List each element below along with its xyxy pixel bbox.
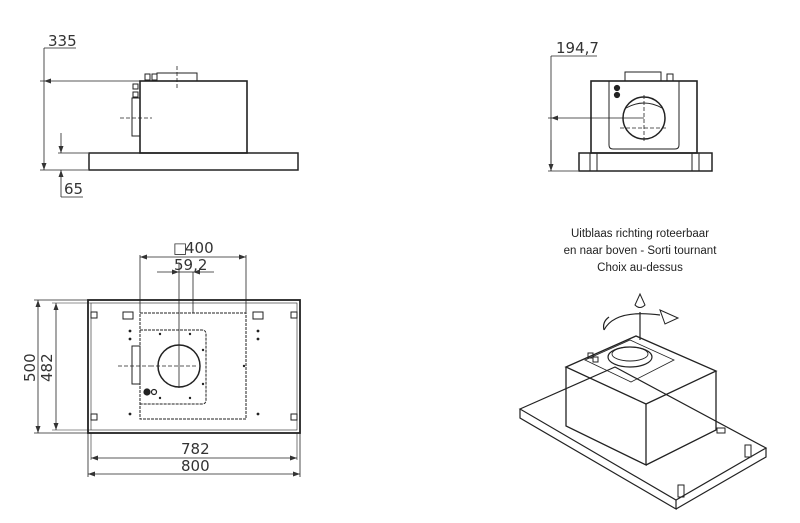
side-view bbox=[40, 47, 299, 198]
dim-depth-500: 500 bbox=[21, 353, 39, 382]
dim-box-400: 400 bbox=[185, 239, 214, 257]
dim-width-800: 800 bbox=[181, 457, 210, 475]
dim-offset-59-2: 59,2 bbox=[174, 256, 207, 274]
dim-height-335: 335 bbox=[48, 32, 77, 50]
iso-caption: Uitblaas richting roteerbaar en naar bov… bbox=[540, 226, 740, 277]
front-view bbox=[548, 55, 713, 172]
dim-frame-65: 65 bbox=[64, 180, 83, 198]
caption-line-3: Choix au-dessus bbox=[597, 262, 683, 274]
dim-outlet-height-194-7: 194,7 bbox=[556, 39, 599, 57]
square-symbol: □ bbox=[173, 239, 187, 257]
top-view bbox=[34, 254, 301, 477]
dim-width-782: 782 bbox=[181, 440, 210, 458]
caption-line-2: en naar boven - Sorti tournant bbox=[563, 245, 717, 257]
caption-line-1: Uitblaas richting roteerbaar bbox=[570, 228, 710, 240]
dim-depth-482: 482 bbox=[38, 353, 56, 382]
isometric-view bbox=[518, 292, 768, 511]
